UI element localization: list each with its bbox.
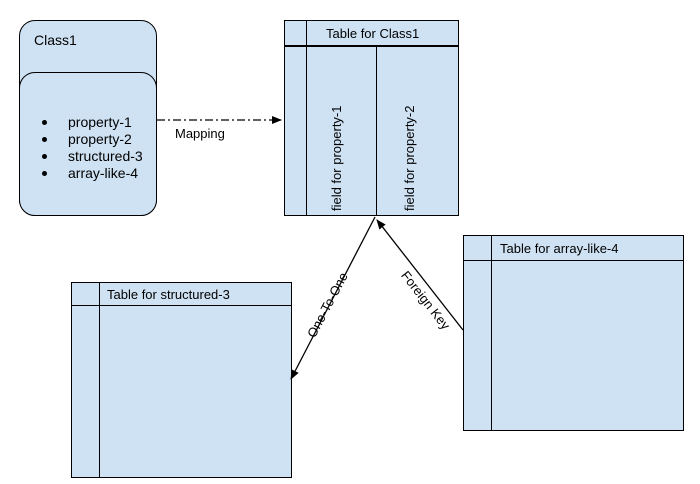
class1-properties-box: [19, 72, 157, 216]
table-header-divider: [72, 305, 291, 306]
table-key-column-divider: [99, 283, 100, 477]
property-item: array-like-4: [42, 165, 143, 182]
property-list: property-1 property-2 structured-3 array…: [42, 114, 143, 182]
property-item: structured-3: [42, 148, 143, 165]
table-class1-title: Table for Class1: [326, 26, 420, 41]
table-structured-3: Table for structured-3: [71, 282, 292, 478]
table-class1: Table for Class1 field for property-1 fi…: [284, 20, 459, 216]
table-key-column-divider: [491, 236, 492, 430]
class1-title: Class1: [34, 32, 77, 48]
table-array-like-4-title: Table for array-like-4: [500, 241, 619, 256]
table-field-column-divider: [376, 47, 377, 215]
property-item: property-1: [42, 114, 143, 131]
table-structured-3-title: Table for structured-3: [107, 287, 230, 302]
mapping-label: Mapping: [175, 126, 225, 141]
table-key-column-divider: [306, 21, 307, 215]
table-header-divider: [285, 45, 458, 47]
foreign-key-arrow: [376, 219, 464, 331]
table-header-divider: [464, 260, 683, 261]
property-item: property-2: [42, 131, 143, 148]
table-array-like-4: Table for array-like-4: [463, 235, 684, 431]
one-to-one-arrow: [290, 216, 376, 380]
